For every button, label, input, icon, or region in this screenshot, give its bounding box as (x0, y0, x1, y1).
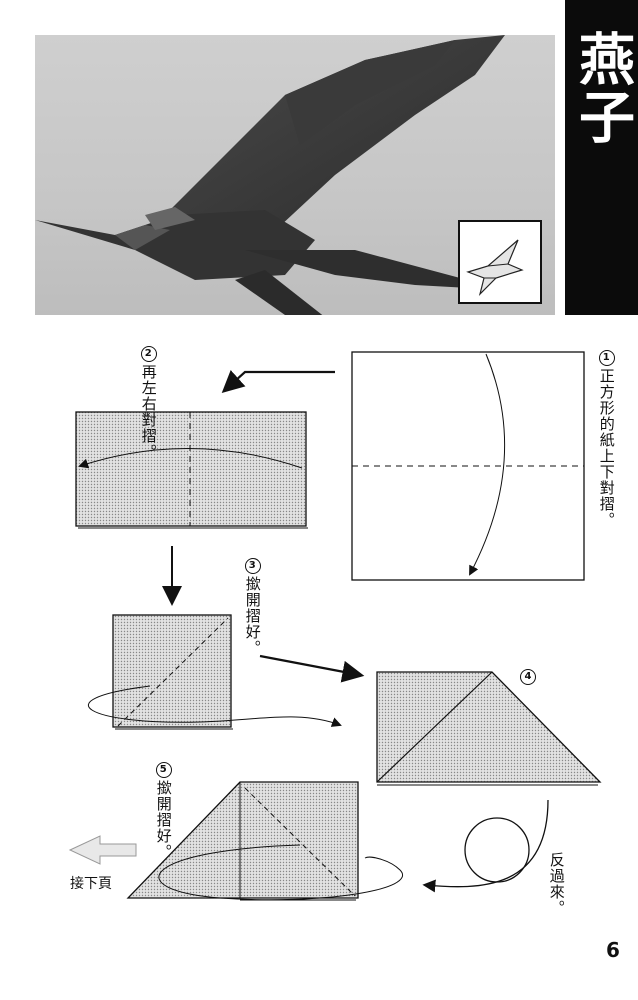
step3-square (88, 614, 342, 730)
swallow-photo (35, 35, 555, 315)
page-number: 6 (606, 938, 620, 962)
flip-instruction: 反過來。 (547, 852, 566, 916)
step4-number: 4 (520, 669, 536, 685)
step1-instruction: 1正方形的紙上下對摺。 (597, 350, 616, 528)
next-page-label: 接下頁 (70, 876, 112, 892)
next-page-arrow (68, 835, 137, 865)
step4-shape (376, 671, 602, 786)
step3-number: 3 (244, 558, 261, 574)
step3-instruction: 3撳開摺好。 (243, 558, 262, 656)
finished-model-thumbnail (458, 220, 542, 304)
title-bar: 燕子 (565, 0, 638, 315)
step5-number: 5 (155, 762, 172, 778)
step5-shape (126, 781, 403, 901)
step1-square (351, 351, 585, 581)
step2-number: 2 (140, 346, 157, 362)
step1-number: 1 (598, 350, 615, 366)
step2-instruction: 2再左右對摺。 (139, 346, 158, 460)
page-title: 燕子 (569, 30, 635, 146)
step4-instruction: 4 (520, 664, 536, 687)
step5-instruction: 5撳開摺好。 (154, 762, 173, 860)
step2-rectangle (75, 411, 308, 529)
folding-diagram (0, 330, 638, 930)
